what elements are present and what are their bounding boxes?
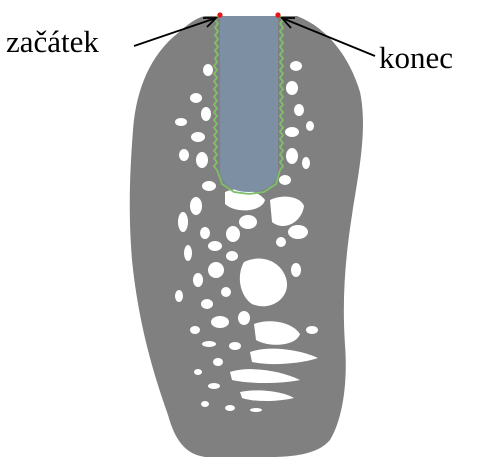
end-label: konec: [379, 42, 453, 73]
end-point: [275, 12, 280, 17]
start-point: [217, 12, 222, 17]
start-label: začátek: [6, 26, 99, 57]
implant: [220, 16, 278, 192]
